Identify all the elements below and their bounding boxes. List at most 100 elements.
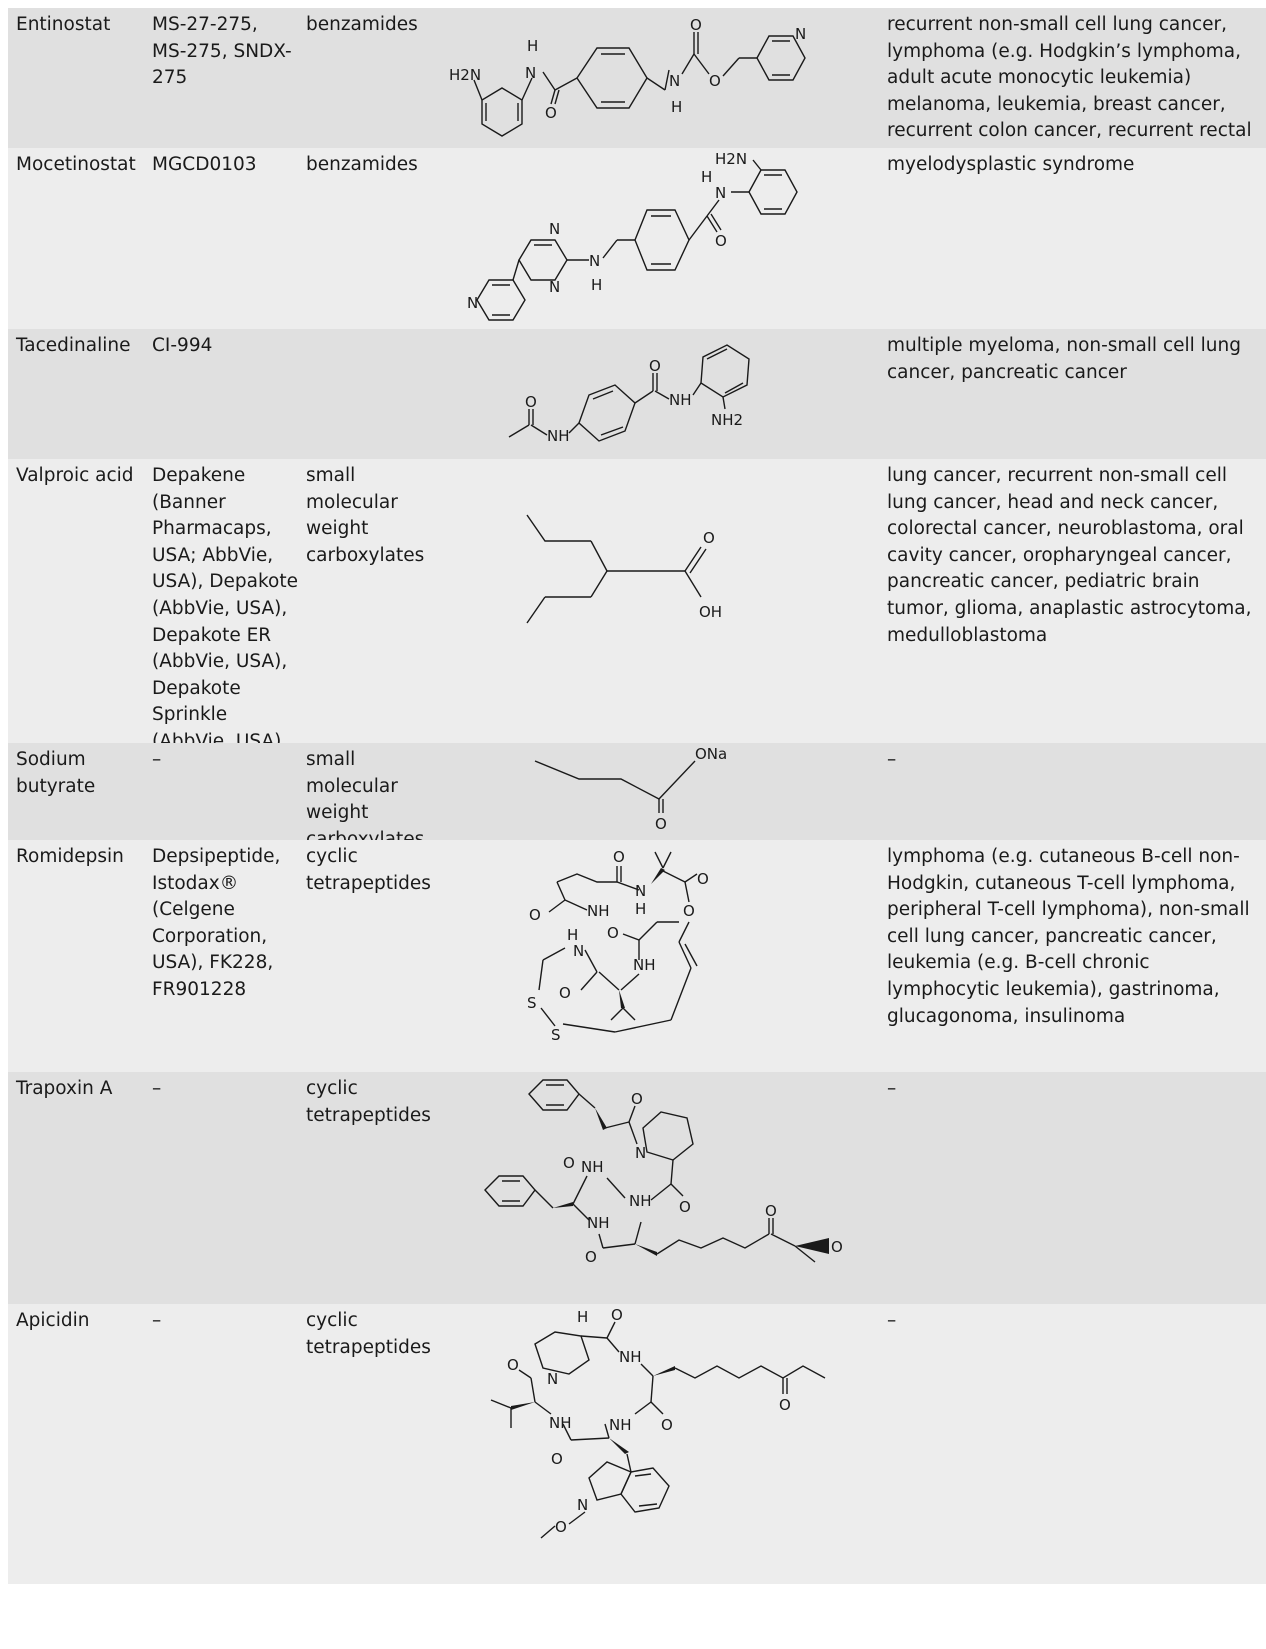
atom-label: N: [549, 220, 560, 238]
atom-label: H: [635, 900, 646, 918]
atom-label: O: [697, 870, 709, 888]
atom-label: O: [631, 1090, 643, 1108]
atom-label: ONa: [695, 745, 727, 763]
table-row: Sodium butyrate – small molecular weight…: [8, 743, 1266, 840]
atom-label: N: [577, 1496, 588, 1514]
compound-indications: lymphoma (e.g. cutaneous B-cell non-Hodg…: [887, 846, 1250, 1027]
atom-label: N: [525, 64, 536, 82]
table-row: Mocetinostat MGCD0103 benzamides N N N N…: [8, 148, 1266, 329]
atom-label: N: [669, 72, 680, 90]
compound-name: Mocetinostat: [16, 154, 136, 175]
compound-class: benzamides: [306, 154, 418, 175]
atom-label: O: [779, 1396, 791, 1414]
table-row: Valproic acid Depakene (Banner Pharmacap…: [8, 459, 1266, 743]
compound-synonyms: MGCD0103: [152, 154, 257, 175]
atom-label: NH: [669, 391, 692, 409]
mocetinostat-structure-icon: N N N N H O N: [439, 148, 879, 329]
atom-label: O: [607, 924, 619, 942]
trapoxin-a-structure-icon: O N O NH O NH NH: [439, 1072, 879, 1304]
entinostat-structure-icon: H2N N H O N H O: [439, 8, 879, 148]
atom-label: NH2: [711, 411, 743, 429]
tacedinaline-structure-icon: O NH O NH NH2: [439, 329, 879, 459]
atom-label: H2N: [449, 66, 481, 84]
atom-label: O: [551, 1450, 563, 1468]
atom-label: N: [635, 1144, 646, 1162]
atom-label: N: [547, 1370, 558, 1388]
atom-label: N: [715, 184, 726, 202]
table-row: Trapoxin A – cyclic tetrapeptides O N O: [8, 1072, 1266, 1304]
atom-label: O: [529, 906, 541, 924]
atom-label: NH: [619, 1348, 642, 1366]
compound-class: cyclic tetrapeptides: [306, 1078, 431, 1126]
atom-label: O: [715, 232, 727, 250]
atom-label: N: [635, 882, 646, 900]
atom-label: O: [703, 529, 715, 547]
table-row: Apicidin – cyclic tetrapeptides H O NH O: [8, 1304, 1266, 1584]
atom-label: O: [655, 815, 667, 833]
atom-label: O: [683, 902, 695, 920]
atom-label: O: [545, 104, 557, 122]
atom-label: O: [611, 1306, 623, 1324]
atom-label: O: [679, 1198, 691, 1216]
valproic-acid-structure-icon: O OH: [439, 459, 879, 743]
compound-synonyms: Depakene (Banner Pharmacaps, USA; AbbVie…: [152, 465, 298, 743]
atom-label: N: [795, 25, 806, 43]
atom-label: O: [613, 848, 625, 866]
atom-label: NH: [581, 1158, 604, 1176]
atom-label: O: [507, 1356, 519, 1374]
compound-synonyms: –: [152, 1078, 162, 1099]
compound-synonyms: Depsipeptide, Istodax® (Celgene Corporat…: [152, 846, 281, 1000]
atom-label: O: [709, 72, 721, 90]
compound-indications: lung cancer, recurrent non-small cell lu…: [887, 465, 1252, 646]
apicidin-structure-icon: H O NH O O NH O: [439, 1304, 879, 1584]
atom-label: NH: [609, 1416, 632, 1434]
compound-name: Entinostat: [16, 14, 111, 35]
atom-label: OH: [699, 603, 722, 621]
compound-class: cyclic tetrapeptides: [306, 846, 431, 894]
romidepsin-structure-icon: O N H O O S S: [439, 840, 879, 1072]
table-row: Entinostat MS-27-275, MS-275, SNDX-275 b…: [8, 8, 1266, 148]
compound-name: Sodium butyrate: [16, 749, 96, 797]
compound-name: Valproic acid: [16, 465, 134, 486]
atom-label: H: [527, 37, 538, 55]
atom-label: H: [701, 168, 712, 186]
compound-synonyms: CI-994: [152, 335, 213, 356]
atom-label: NH: [629, 1192, 652, 1210]
atom-label: N: [589, 252, 600, 270]
compound-indications: myelodysplastic syndrome: [887, 154, 1135, 175]
compound-indications: –: [887, 1310, 897, 1331]
atom-label: H: [567, 926, 578, 944]
compound-class: cyclic tetrapeptides: [306, 1310, 431, 1358]
compound-name: Apicidin: [16, 1310, 90, 1331]
atom-label: H: [591, 276, 602, 294]
atom-label: O: [525, 393, 537, 411]
compound-class: benzamides: [306, 14, 418, 35]
atom-label: NH: [633, 956, 656, 974]
atom-label: O: [555, 1518, 567, 1536]
atom-label: S: [527, 994, 537, 1012]
sodium-butyrate-structure-icon: O ONa: [439, 743, 879, 840]
atom-label: NH: [547, 427, 570, 445]
compound-synonyms: –: [152, 1310, 162, 1331]
atom-label: O: [831, 1238, 843, 1256]
atom-label: O: [649, 357, 661, 375]
compound-indications: recurrent non-small cell lung cancer, ly…: [887, 14, 1252, 148]
compound-synonyms: –: [152, 749, 162, 770]
atom-label: S: [551, 1026, 561, 1044]
compound-indications: –: [887, 1078, 897, 1099]
compound-synonyms: MS-27-275, MS-275, SNDX-275: [152, 14, 292, 89]
compound-class: small molecular weight carboxylates: [306, 465, 425, 566]
atom-label: N: [573, 942, 584, 960]
atom-label: NH: [587, 1214, 610, 1232]
compound-indications: –: [887, 749, 897, 770]
compound-name: Trapoxin A: [16, 1078, 113, 1099]
atom-label: O: [563, 1154, 575, 1172]
atom-label: O: [661, 1416, 673, 1434]
compound-indications: multiple myeloma, non-small cell lung ca…: [887, 335, 1242, 383]
compound-name: Tacedinaline: [16, 335, 131, 356]
atom-label: O: [765, 1202, 777, 1220]
atom-label: O: [585, 1248, 597, 1266]
atom-label: N: [549, 278, 560, 296]
compound-name: Romidepsin: [16, 846, 124, 867]
atom-label: H2N: [715, 150, 747, 168]
